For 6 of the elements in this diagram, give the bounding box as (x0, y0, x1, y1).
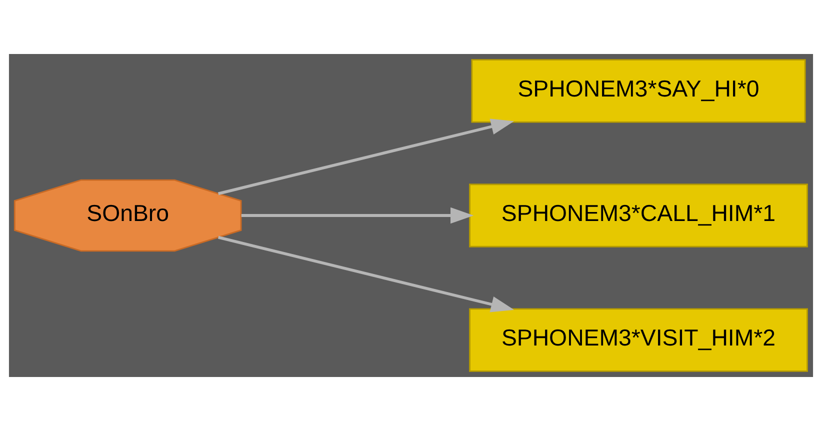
arrow (218, 118, 514, 196)
node-box: SPHONEM3*SAY_HI*0 (471, 59, 806, 123)
node-box: SPHONEM3*CALL_HIM*1 (469, 184, 808, 248)
arrow (241, 207, 474, 224)
node-box: SPHONEM3*VISIT_HIM*2 (469, 308, 808, 372)
arrow (218, 236, 514, 312)
